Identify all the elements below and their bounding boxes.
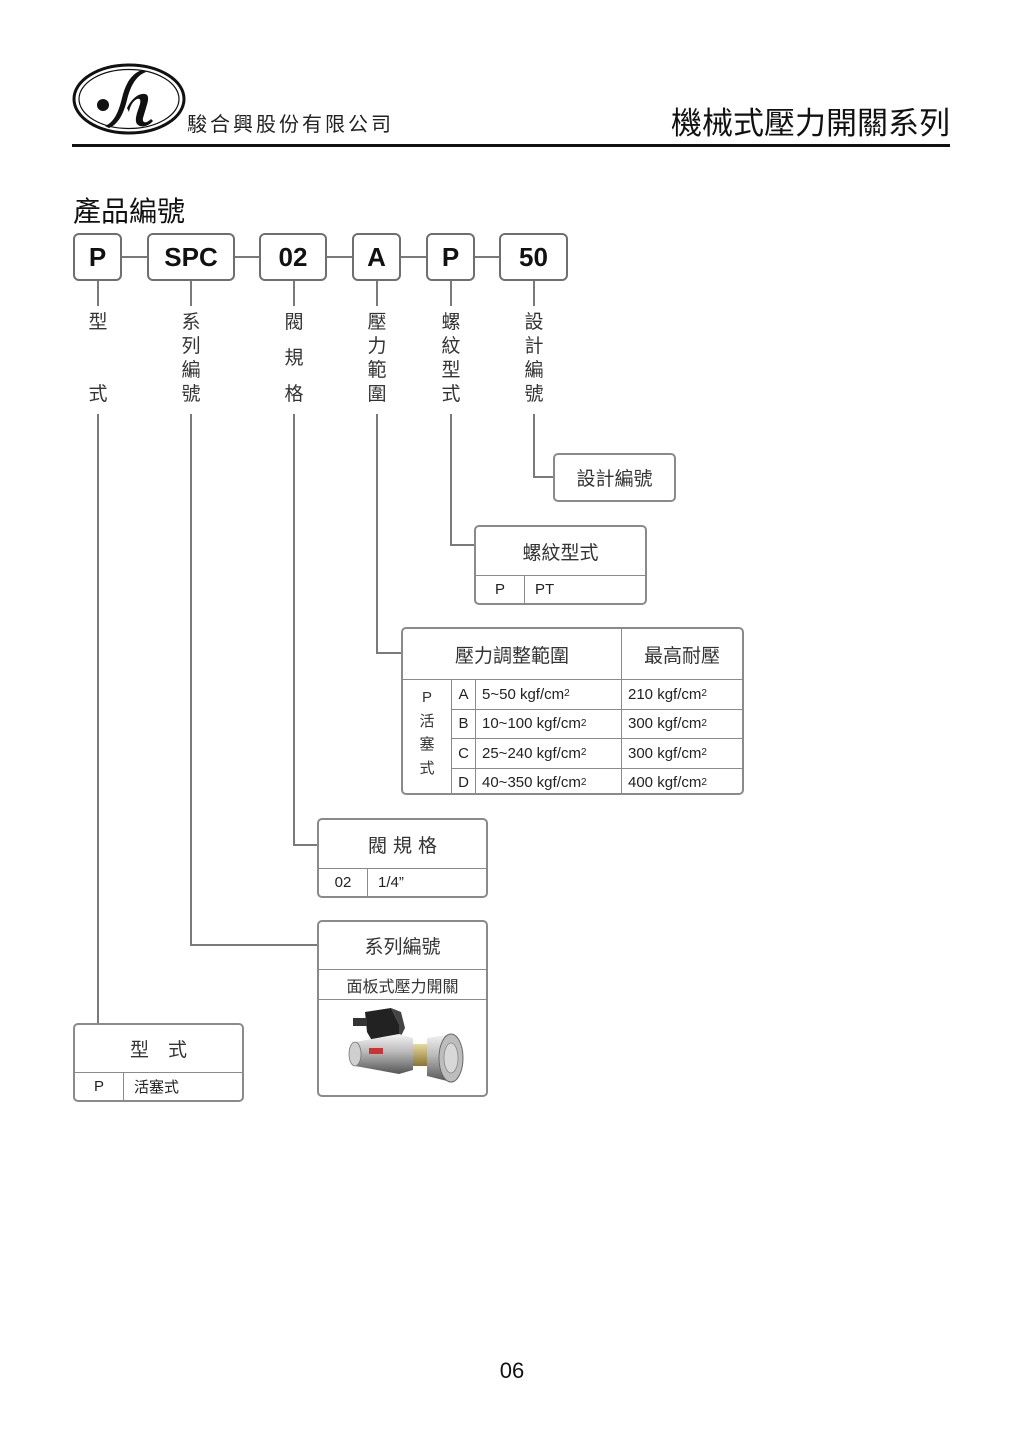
code-connector — [235, 256, 259, 258]
type-title: 型 式 — [75, 1025, 242, 1073]
code-connector — [327, 256, 352, 258]
series-subtitle: 面板式壓力開關 — [319, 970, 486, 1000]
design-number-title: 設計編號 — [576, 468, 653, 490]
code-segment-pressure: A — [352, 233, 401, 281]
code-segment-type: P — [73, 233, 122, 281]
page-number: 06 — [499, 1358, 525, 1383]
label-pressure: 壓力 範圍 — [367, 311, 387, 405]
company-name: 駿合興股份有限公司 — [187, 112, 394, 136]
valve-value: 1/4” — [378, 874, 404, 891]
series-number-title: 系列編號 — [319, 922, 486, 970]
company-logo — [72, 62, 187, 137]
label-type: 型 式 — [88, 311, 108, 405]
leader-series — [190, 414, 192, 945]
stem — [293, 281, 295, 306]
leader-type — [97, 414, 99, 1024]
piston-group-cell: P 活 塞 式 — [403, 680, 452, 793]
stem — [376, 281, 378, 306]
code-segment-thread: P — [426, 233, 475, 281]
code-segment-series: SPC — [147, 233, 235, 281]
type-box: 型 式 P 活塞式 — [73, 1023, 244, 1102]
max-pressure-header: 最高耐壓 — [643, 644, 720, 667]
stem — [450, 281, 452, 306]
label-valve: 閥 規 格 — [284, 311, 304, 405]
stem — [190, 281, 192, 306]
code-connector — [122, 256, 147, 258]
leader-design — [533, 476, 554, 478]
pressure-range-header: 壓力調整範圍 — [403, 629, 622, 679]
label-design: 設計 編號 — [524, 311, 544, 405]
code-connector — [475, 256, 499, 258]
leader-thread — [450, 544, 476, 546]
type-value: 活塞式 — [134, 1078, 180, 1096]
series-number-box: 系列編號 面板式壓力開關 — [317, 920, 488, 1097]
label-series: 系列 編號 — [181, 311, 201, 405]
design-number-box: 設計編號 — [553, 453, 676, 502]
leader-pressure — [376, 652, 402, 654]
stem — [533, 281, 535, 306]
series-title: 機械式壓力開關系列 — [671, 106, 950, 142]
leader-pressure — [376, 414, 378, 653]
leader-valve — [293, 414, 295, 845]
thread-value: PT — [535, 581, 555, 598]
valve-spec-title: 閥 規 格 — [319, 820, 486, 869]
header-rule — [72, 144, 950, 147]
leader-thread — [450, 414, 452, 545]
section-title: 產品編號 — [73, 195, 186, 228]
leader-valve — [293, 844, 318, 846]
thread-code: P — [476, 576, 525, 603]
pressure-switch-image — [339, 1004, 469, 1094]
type-code: P — [75, 1073, 124, 1100]
thread-type-title: 螺紋型式 — [476, 527, 645, 576]
leader-series — [190, 944, 318, 946]
code-segment-design: 50 — [499, 233, 568, 281]
leader-design — [533, 414, 535, 477]
code-connector — [401, 256, 426, 258]
label-thread: 螺紋 型式 — [441, 311, 461, 405]
thread-type-box: 螺紋型式 P PT — [474, 525, 647, 605]
stem — [97, 281, 99, 306]
valve-code: 02 — [319, 869, 368, 896]
valve-spec-box: 閥 規 格 02 1/4” — [317, 818, 488, 898]
code-segment-valve: 02 — [259, 233, 327, 281]
